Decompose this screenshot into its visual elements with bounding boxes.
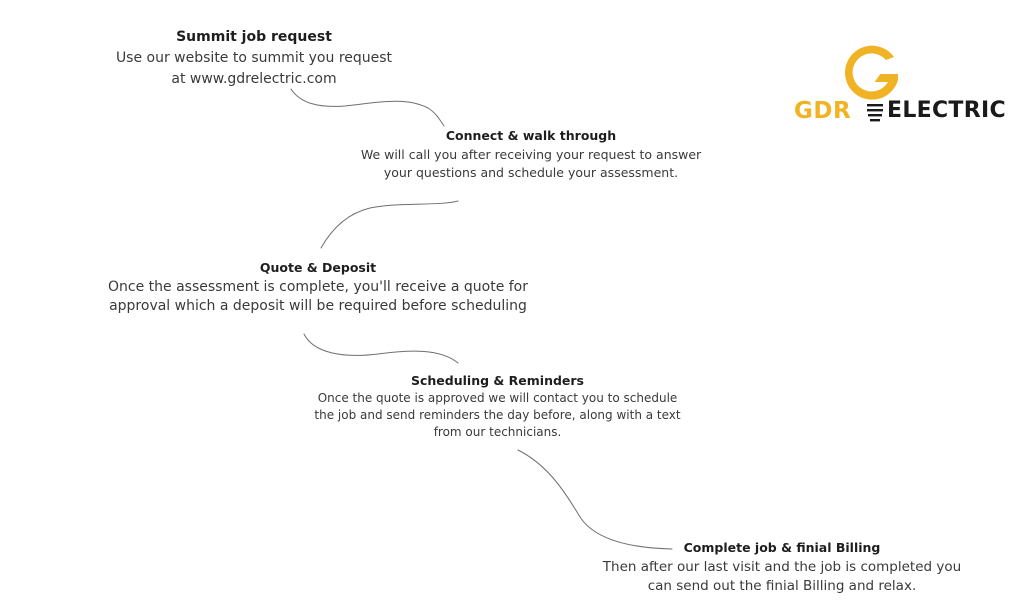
logo-brand-left: GDR (794, 98, 852, 124)
connector-1-2 (290, 88, 445, 127)
connector-4-5 (517, 449, 673, 550)
step-description: Use our website to summit you request at… (104, 48, 404, 90)
step-description: We will call you after receiving your re… (356, 146, 706, 182)
step-summit-job-request: Summit job request Use our website to su… (104, 28, 404, 90)
lightning-g-icon (845, 45, 898, 100)
step-desc-line: Once the quote is approved we will conta… (317, 391, 678, 405)
step-title: Connect & walk through (445, 128, 617, 143)
step-title: Quote & Deposit (259, 260, 377, 275)
connector-2-3 (320, 200, 459, 249)
step-desc-line: at www.gdrelectric.com (171, 71, 337, 87)
step-desc-line: from our technicians. (433, 425, 562, 439)
step-desc-line: your questions and schedule your assessm… (383, 165, 679, 180)
step-desc-line: We will call you after receiving your re… (360, 147, 702, 162)
step-title: Scheduling & Reminders (411, 373, 584, 388)
step-scheduling-reminders: Scheduling & Reminders Once the quote is… (305, 373, 690, 441)
step-connect-walk-through: Connect & walk through We will call you … (356, 128, 706, 182)
company-logo: GDR ELECTRIC (792, 40, 1017, 130)
logo-brand-right: ELECTRIC (887, 98, 1006, 123)
step-description: Once the quote is approved we will conta… (305, 390, 690, 441)
connector-3-4 (303, 333, 459, 364)
step-desc-line: the job and send reminders the day befor… (314, 408, 681, 422)
step-quote-deposit: Quote & Deposit Once the assessment is c… (108, 260, 528, 316)
step-desc-line: can send out the finial Billing and rela… (647, 578, 917, 594)
step-desc-line: approval which a deposit will be require… (109, 298, 527, 314)
logo-bars-icon (867, 104, 883, 122)
step-desc-line: Once the assessment is complete, you'll … (108, 279, 529, 295)
step-title: Complete job & finial Billing (683, 540, 881, 555)
step-description: Then after our last visit and the job is… (598, 558, 966, 596)
step-title: Summit job request (176, 29, 332, 45)
step-desc-line: Then after our last visit and the job is… (602, 559, 962, 575)
step-complete-job-billing: Complete job & finial Billing Then after… (598, 540, 966, 596)
step-description: Once the assessment is complete, you'll … (108, 278, 528, 316)
step-desc-line: Use our website to summit you request (115, 50, 393, 66)
